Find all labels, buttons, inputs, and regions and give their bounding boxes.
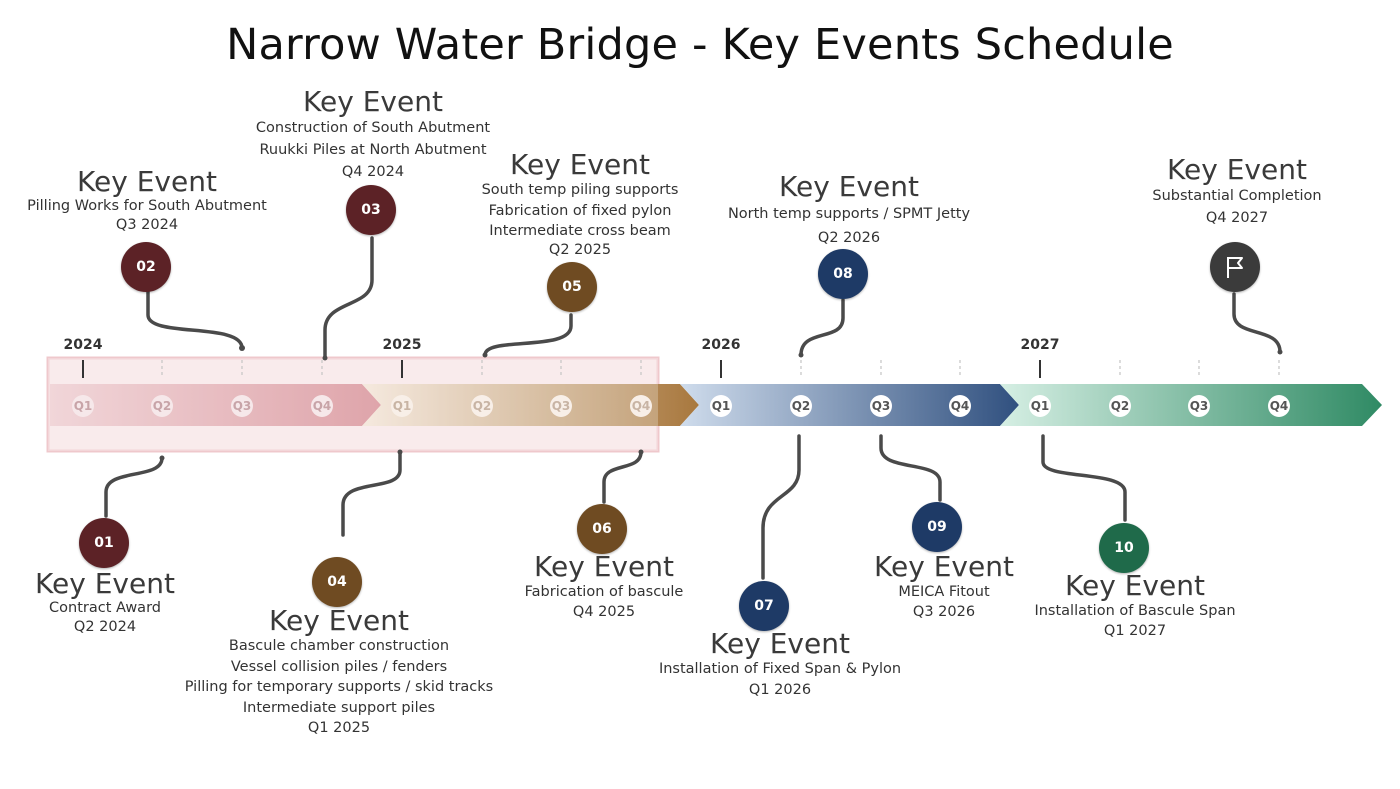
quarter-marker-2026-q3: Q3 bbox=[870, 395, 892, 417]
event-date: Q4 2027 bbox=[1205, 210, 1269, 226]
connector-06 bbox=[602, 450, 643, 504]
event-04-text: Key Event Bascule chamber construction V… bbox=[185, 606, 493, 739]
event-description: Pilling for temporary supports / skid tr… bbox=[184, 679, 494, 695]
event-badge-06: 06 bbox=[577, 504, 627, 554]
event-badge-03: 03 bbox=[346, 185, 396, 235]
event-badge-01: 01 bbox=[79, 518, 129, 568]
event-date: Q4 2024 bbox=[341, 164, 405, 180]
quarter-marker-2027-q1: Q1 bbox=[1029, 395, 1051, 417]
event-description: Fabrication of bascule bbox=[524, 584, 684, 600]
event-05-text: Key Event South temp piling supports Fab… bbox=[482, 150, 679, 260]
event-description: MEICA Fitout bbox=[898, 584, 990, 600]
event-heading: Key Event bbox=[1065, 569, 1205, 602]
event-date: Q3 2026 bbox=[912, 604, 976, 620]
event-date: Q1 2026 bbox=[748, 682, 812, 698]
event-description: Installation of Bascule Span bbox=[1034, 603, 1236, 619]
band-2025 bbox=[362, 384, 699, 426]
event-heading: Key Event bbox=[779, 170, 919, 203]
event-description: Installation of Fixed Span & Pylon bbox=[658, 661, 902, 677]
event-09-text: Key Event MEICA Fitout Q3 2026 bbox=[874, 552, 1014, 622]
event-date: Q2 2026 bbox=[817, 230, 881, 246]
connector-02 bbox=[146, 290, 244, 350]
connector-03 bbox=[323, 236, 374, 360]
event-01-text: Key Event Contract Award Q2 2024 bbox=[35, 569, 175, 637]
connector-flag bbox=[1232, 292, 1282, 354]
quarter-marker-2026-q2: Q2 bbox=[790, 395, 812, 417]
event-badge-08: 08 bbox=[818, 249, 868, 299]
quarter-marker-2026-q1: Q1 bbox=[710, 395, 732, 417]
connector-08 bbox=[799, 298, 845, 357]
event-03-text: Key Event Construction of South Abutment… bbox=[256, 87, 490, 183]
event-description: Vessel collision piles / fenders bbox=[230, 658, 448, 675]
event-06-text: Key Event Fabrication of bascule Q4 2025 bbox=[525, 552, 684, 622]
event-heading: Key Event bbox=[534, 550, 674, 583]
event-badge-07: 07 bbox=[739, 581, 789, 631]
quarter-marker-2027-q4: Q4 bbox=[1268, 395, 1290, 417]
event-description: Ruukki Piles at North Abutment bbox=[259, 142, 487, 158]
event-02-text: Key Event Pilling Works for South Abutme… bbox=[27, 167, 267, 235]
event-description: Intermediate support piles bbox=[242, 699, 436, 716]
event-description: Bascule chamber construction bbox=[228, 638, 450, 654]
event-completion-text: Key Event Substantial Completion Q4 2027 bbox=[1152, 155, 1321, 229]
event-07-text: Key Event Installation of Fixed Span & P… bbox=[659, 629, 901, 701]
band-2024 bbox=[50, 384, 381, 426]
event-heading: Key Event bbox=[510, 148, 650, 181]
page-title: Narrow Water Bridge - Key Events Schedul… bbox=[226, 20, 1174, 70]
year-label-2025: 2025 bbox=[382, 337, 422, 353]
connector-07 bbox=[761, 434, 801, 580]
flag-icon bbox=[1227, 257, 1243, 278]
event-date: Q4 2025 bbox=[572, 604, 636, 620]
year-label-2024: 2024 bbox=[63, 337, 103, 353]
event-heading: Key Event bbox=[874, 550, 1014, 583]
event-date: Q1 2025 bbox=[307, 720, 371, 736]
connector-10 bbox=[1041, 434, 1127, 522]
event-heading: Key Event bbox=[269, 604, 409, 637]
event-heading: Key Event bbox=[303, 85, 443, 118]
event-heading: Key Event bbox=[35, 567, 175, 600]
event-badge-02: 02 bbox=[121, 242, 171, 292]
quarter-marker-2024-q4: Q4 bbox=[311, 395, 333, 417]
quarter-marker-2027-q2: Q2 bbox=[1109, 395, 1131, 417]
event-heading: Key Event bbox=[1167, 153, 1307, 186]
quarter-marker-2024-q3: Q3 bbox=[231, 395, 253, 417]
connector-01 bbox=[104, 456, 164, 518]
year-label-2026: 2026 bbox=[701, 337, 741, 353]
event-date: Q2 2024 bbox=[73, 619, 137, 635]
quarter-marker-2024-q1: Q1 bbox=[72, 395, 94, 417]
quarter-marker-2025-q1: Q1 bbox=[391, 395, 413, 417]
event-badge-04: 04 bbox=[312, 557, 362, 607]
event-date: Q3 2024 bbox=[115, 217, 179, 233]
event-08-text: Key Event North temp supports / SPMT Jet… bbox=[728, 172, 970, 250]
quarter-marker-2025-q3: Q3 bbox=[550, 395, 572, 417]
event-description: Fabrication of fixed pylon bbox=[488, 203, 672, 219]
quarter-marker-2027-q3: Q3 bbox=[1188, 395, 1210, 417]
event-description: North temp supports / SPMT Jetty bbox=[727, 206, 971, 222]
quarter-marker-2025-q4: Q4 bbox=[630, 395, 652, 417]
event-badge-10: 10 bbox=[1099, 523, 1149, 573]
connector-05 bbox=[483, 313, 573, 357]
event-description: Pilling Works for South Abutment bbox=[27, 198, 267, 214]
connector-09 bbox=[879, 434, 942, 502]
quarter-marker-2026-q4: Q4 bbox=[949, 395, 971, 417]
event-description: Substantial Completion bbox=[1152, 188, 1322, 204]
event-date: Q2 2025 bbox=[548, 242, 612, 258]
event-badge-05: 05 bbox=[547, 262, 597, 312]
connector-04 bbox=[341, 450, 402, 537]
band-2026 bbox=[680, 384, 1019, 426]
year-label-2027: 2027 bbox=[1020, 337, 1060, 353]
event-description: South temp piling supports bbox=[481, 182, 679, 198]
event-heading: Key Event bbox=[710, 627, 850, 660]
event-heading: Key Event bbox=[77, 165, 217, 198]
event-badge-09: 09 bbox=[912, 502, 962, 552]
event-description: Intermediate cross beam bbox=[489, 223, 671, 239]
event-badge-completion bbox=[1210, 242, 1260, 292]
quarter-marker-2024-q2: Q2 bbox=[151, 395, 173, 417]
event-description: Contract Award bbox=[49, 600, 161, 616]
event-description: Construction of South Abutment bbox=[255, 120, 491, 136]
quarter-marker-2025-q2: Q2 bbox=[471, 395, 493, 417]
event-10-text: Key Event Installation of Bascule Span Q… bbox=[1034, 571, 1235, 641]
event-date: Q1 2027 bbox=[1103, 623, 1167, 639]
